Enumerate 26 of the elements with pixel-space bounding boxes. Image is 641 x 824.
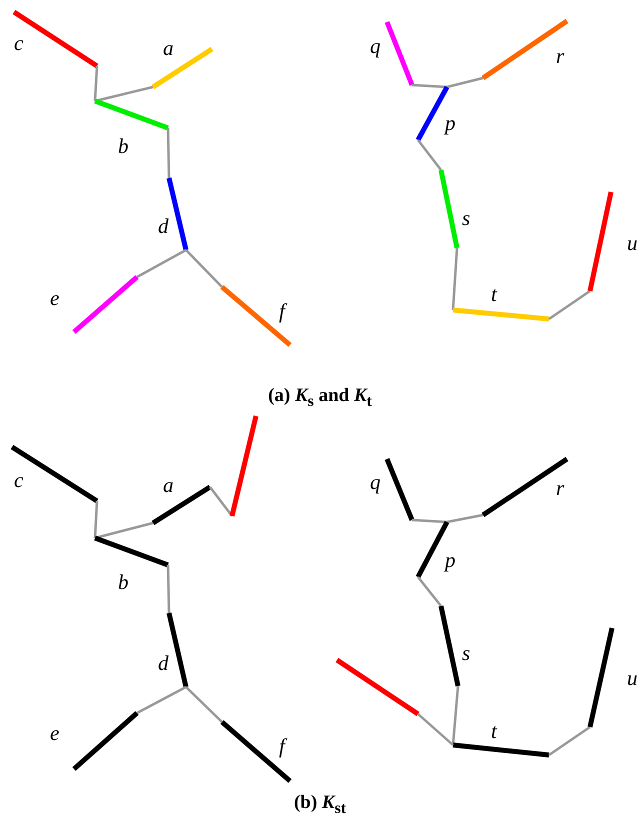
edge-letter: c [14,470,24,491]
edge-letter: a [163,38,174,59]
edge-letter: e [50,723,60,744]
figure-caption: (b) K$_{st}$ [294,793,346,817]
edge-letter: r [556,478,564,499]
edge-letter: a [163,475,174,496]
edge-letter: t [491,284,497,305]
edge-letter: p [445,113,456,134]
edge-letter: r [556,46,564,67]
edge-letter: f [279,736,285,757]
figure-caption: (a) K$_{s}$ and K$_{t}$ [268,386,372,410]
edge-letter: d [158,653,168,674]
edge-letter: f [279,301,285,322]
edge-letter: q [370,472,380,493]
edge-letter: u [627,233,638,254]
edge-letter: b [118,136,128,157]
edge-letter: e [50,288,60,309]
edge-letter: q [370,36,380,57]
edge-letter: c [14,33,24,54]
edge-letter: b [118,572,128,593]
edge-letter: p [445,550,456,571]
edge-letter: s [462,208,470,229]
edge-letter: s [462,643,470,664]
edge-letter: d [158,216,168,237]
edge-letter: u [627,668,638,689]
edge-letter: t [491,721,497,742]
